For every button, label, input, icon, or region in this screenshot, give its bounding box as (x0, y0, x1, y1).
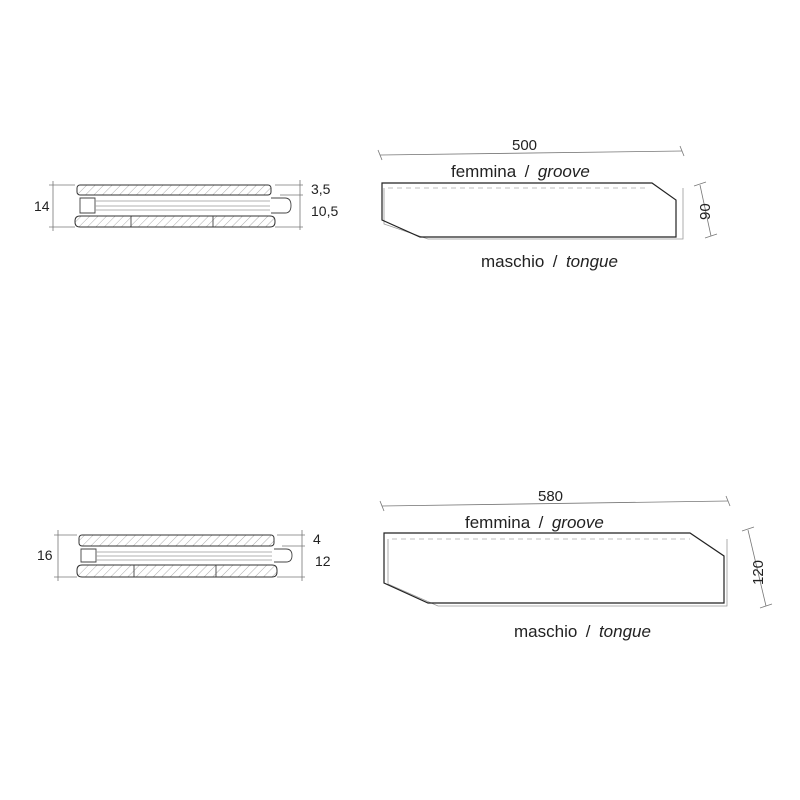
tongue-tip (271, 197, 292, 214)
plan-view-large: 580 femmina / groove 120 maschio / tongu… (379, 488, 773, 641)
cross-section-large: 16 4 12 (37, 530, 331, 581)
dim-total-thickness: 16 (37, 547, 53, 563)
top-layer (78, 534, 275, 547)
dim-top-thickness: 3,5 (311, 181, 331, 197)
board-ghost (387, 539, 728, 607)
board-ghost (383, 188, 684, 240)
tongue-label: maschio / tongue (481, 252, 618, 271)
dim-bottom-thickness: 12 (315, 553, 331, 569)
board-outline (383, 532, 725, 604)
dim-width: 90 (697, 203, 714, 220)
dim-top-thickness: 4 (313, 531, 321, 547)
dim-length: 500 (512, 137, 537, 154)
bottom-layer (74, 215, 276, 228)
groove-slot (80, 548, 97, 563)
dim-length: 580 (538, 488, 563, 505)
plan-view-small: 500 femmina / groove 90 maschio / tongue (377, 137, 718, 271)
dim-bottom-thickness: 10,5 (311, 203, 338, 219)
dim-total-thickness: 14 (34, 198, 50, 214)
dim-width: 120 (750, 560, 767, 585)
tongue-tip (274, 548, 293, 563)
tongue-label: maschio / tongue (514, 622, 651, 641)
board-outline (381, 182, 677, 238)
cross-section-small: 14 3,5 10,5 (34, 180, 338, 231)
groove-label: femmina / groove (451, 162, 590, 181)
groove-slot (79, 197, 96, 214)
bottom-layer (76, 564, 278, 578)
top-layer (76, 184, 272, 196)
groove-label: femmina / groove (465, 513, 604, 532)
